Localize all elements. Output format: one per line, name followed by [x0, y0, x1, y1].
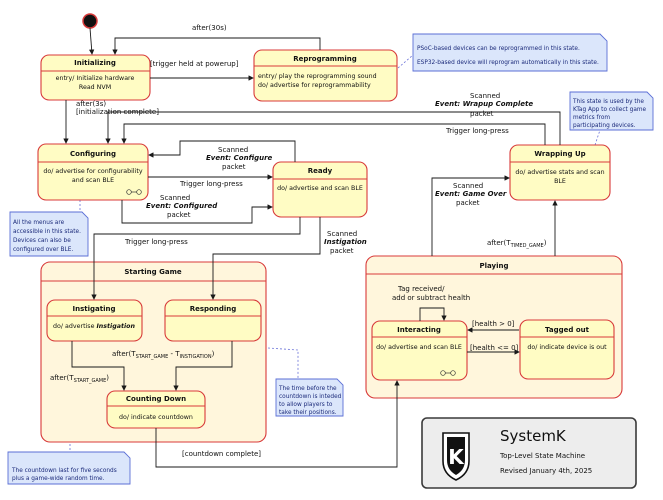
svg-text:do/ indicate device is out: do/ indicate device is out: [527, 344, 607, 351]
svg-text:This state is used by the: This state is used by the: [572, 99, 644, 105]
svg-text:after(TTIMED_GAME): after(TTIMED_GAME): [487, 239, 547, 249]
svg-text:The time before the: The time before the: [278, 386, 337, 392]
svg-text:packet: packet: [456, 199, 480, 207]
svg-text:Scanned: Scanned: [470, 92, 500, 100]
state-responding: Responding: [164, 299, 262, 342]
svg-text:after(30s): after(30s): [192, 24, 227, 32]
svg-text:after(TSTART_GAME): after(TSTART_GAME): [50, 374, 109, 384]
svg-text:K: K: [448, 445, 465, 469]
svg-text:[health <= 0]: [health <= 0]: [470, 344, 519, 352]
note-countdown-last: The countdown last for five seconds plus…: [7, 451, 131, 485]
svg-text:Playing: Playing: [480, 262, 509, 270]
svg-text:Event: Wrapup Complete: Event: Wrapup Complete: [435, 100, 533, 108]
svg-text:Scanned: Scanned: [327, 230, 357, 238]
svg-text:do/ advertise Instigation: do/ advertise Instigation: [53, 322, 135, 330]
legend-box: K SystemK Top-Level State Machine Revise…: [421, 417, 637, 489]
svg-text:Scanned: Scanned: [218, 146, 248, 154]
state-reprogramming: Reprogramming entry/ play the reprogramm…: [253, 49, 398, 102]
svg-text:plus a game-wide random time.: plus a game-wide random time.: [12, 476, 105, 482]
svg-text:accessible in this state.: accessible in this state.: [13, 229, 81, 235]
shield-logo-icon: K: [442, 432, 470, 481]
svg-text:countdown is inteded: countdown is inteded: [279, 394, 342, 400]
svg-text:packet: packet: [470, 110, 494, 118]
note-configuring: All the menus are accessible in this sta…: [9, 211, 89, 257]
svg-text:Wrapping Up: Wrapping Up: [534, 150, 585, 158]
state-tagged-out: Tagged out do/ indicate device is out: [519, 319, 615, 380]
svg-text:Trigger long-press: Trigger long-press: [124, 238, 188, 246]
note-wrapping: This state is used by the KTag App to co…: [569, 91, 654, 131]
svg-text:Scanned: Scanned: [453, 182, 483, 190]
legend-revised: Revised January 4th, 2025: [500, 467, 592, 475]
svg-text:do/ advertise and scan BLE: do/ advertise and scan BLE: [277, 185, 363, 192]
svg-text:packet: packet: [330, 247, 354, 255]
legend-subtitle: Top-Level State Machine: [499, 452, 585, 460]
svg-text:BLE: BLE: [554, 178, 566, 185]
svg-text:Devices can also be: Devices can also be: [13, 238, 71, 244]
svg-text:ESP32-based device will reprog: ESP32-based device will reprogram automa…: [417, 60, 599, 66]
svg-text:take their positions.: take their positions.: [279, 410, 337, 416]
svg-text:after(TSTART_GAME - TINSTIGATI: after(TSTART_GAME - TINSTIGATION): [112, 350, 215, 360]
svg-text:Starting Game: Starting Game: [124, 268, 182, 276]
svg-text:The countdown last for five se: The countdown last for five seconds: [11, 468, 117, 474]
state-interacting: Interacting do/ advertise and scan BLE: [371, 320, 468, 381]
svg-text:metrics from: metrics from: [573, 115, 610, 121]
svg-text:Initializing: Initializing: [74, 59, 116, 67]
svg-text:Responding: Responding: [190, 305, 237, 313]
submachine-icon: [440, 370, 456, 376]
state-counting-down: Counting Down do/ indicate countdown: [106, 390, 206, 429]
svg-text:Counting Down: Counting Down: [126, 395, 186, 403]
svg-text:and scan BLE: and scan BLE: [72, 177, 114, 184]
state-ready: Ready do/ advertise and scan BLE: [272, 161, 368, 218]
svg-text:Event: Game Over: Event: Game Over: [435, 190, 507, 198]
note-countdown-time: The time before the countdown is inteded…: [275, 378, 344, 417]
svg-text:after(3s): after(3s): [76, 100, 106, 108]
svg-text:All the menus are: All the menus are: [13, 220, 65, 226]
svg-text:entry/ play the reprogramming: entry/ play the reprogramming sound: [258, 73, 377, 80]
svg-text:packet: packet: [167, 211, 191, 219]
svg-text:do/ advertise stats and scan: do/ advertise stats and scan: [515, 169, 604, 176]
svg-text:Tag received/: Tag received/: [397, 285, 445, 293]
svg-text:Tagged out: Tagged out: [545, 326, 590, 334]
svg-text:Reprogramming: Reprogramming: [293, 55, 357, 63]
svg-text:Read NVM: Read NVM: [79, 84, 111, 91]
svg-text:to allow players to: to allow players to: [279, 402, 333, 408]
svg-text:Configuring: Configuring: [70, 150, 116, 158]
svg-text:add or subtract health: add or subtract health: [392, 294, 470, 302]
svg-text:do/ advertise for configurabil: do/ advertise for configurability: [43, 168, 142, 175]
svg-text:do/ indicate countdown: do/ indicate countdown: [119, 414, 193, 421]
svg-text:[health > 0]: [health > 0]: [472, 320, 515, 328]
svg-text:PSoC-based devices can be repr: PSoC-based devices can be reprogrammed i…: [417, 46, 580, 52]
svg-text:do/ advertise and scan BLE: do/ advertise and scan BLE: [376, 344, 462, 351]
state-instigating: Instigating do/ advertise Instigation: [46, 299, 143, 342]
svg-text:configured over BLE.: configured over BLE.: [13, 247, 73, 253]
state-configuring: Configuring do/ advertise for configurab…: [37, 143, 149, 201]
svg-text:Event: Configured: Event: Configured: [146, 202, 218, 210]
svg-text:Interacting: Interacting: [397, 326, 441, 334]
svg-text:entry/ Initialize hardware: entry/ Initialize hardware: [56, 75, 135, 82]
state-initializing: Initializing entry/ Initialize hardware …: [40, 54, 151, 101]
svg-text:Trigger long-press: Trigger long-press: [179, 180, 243, 188]
note-reprogram: PSoC-based devices can be reprogrammed i…: [412, 33, 608, 72]
svg-text:KTag App to collect game: KTag App to collect game: [573, 107, 647, 113]
submachine-icon: [126, 189, 142, 195]
state-wrapping-up: Wrapping Up do/ advertise stats and scan…: [509, 144, 611, 201]
svg-text:participating devices.: participating devices.: [573, 123, 636, 129]
initial-state-icon: [82, 13, 98, 29]
svg-text:Ready: Ready: [308, 167, 333, 175]
svg-text:Instigating: Instigating: [73, 305, 116, 313]
svg-text:Scanned: Scanned: [160, 194, 190, 202]
svg-text:packet: packet: [222, 163, 246, 171]
svg-text:Trigger long-press: Trigger long-press: [445, 127, 509, 135]
svg-text:[trigger held at powerup]: [trigger held at powerup]: [150, 60, 239, 68]
legend-title: SystemK: [500, 427, 567, 445]
svg-text:Event: Configure: Event: Configure: [206, 154, 273, 162]
svg-text:do/ advertise for reprogrammab: do/ advertise for reprogrammability: [258, 82, 371, 89]
svg-text:[countdown complete]: [countdown complete]: [182, 450, 261, 458]
svg-text:Instigation: Instigation: [324, 238, 367, 246]
